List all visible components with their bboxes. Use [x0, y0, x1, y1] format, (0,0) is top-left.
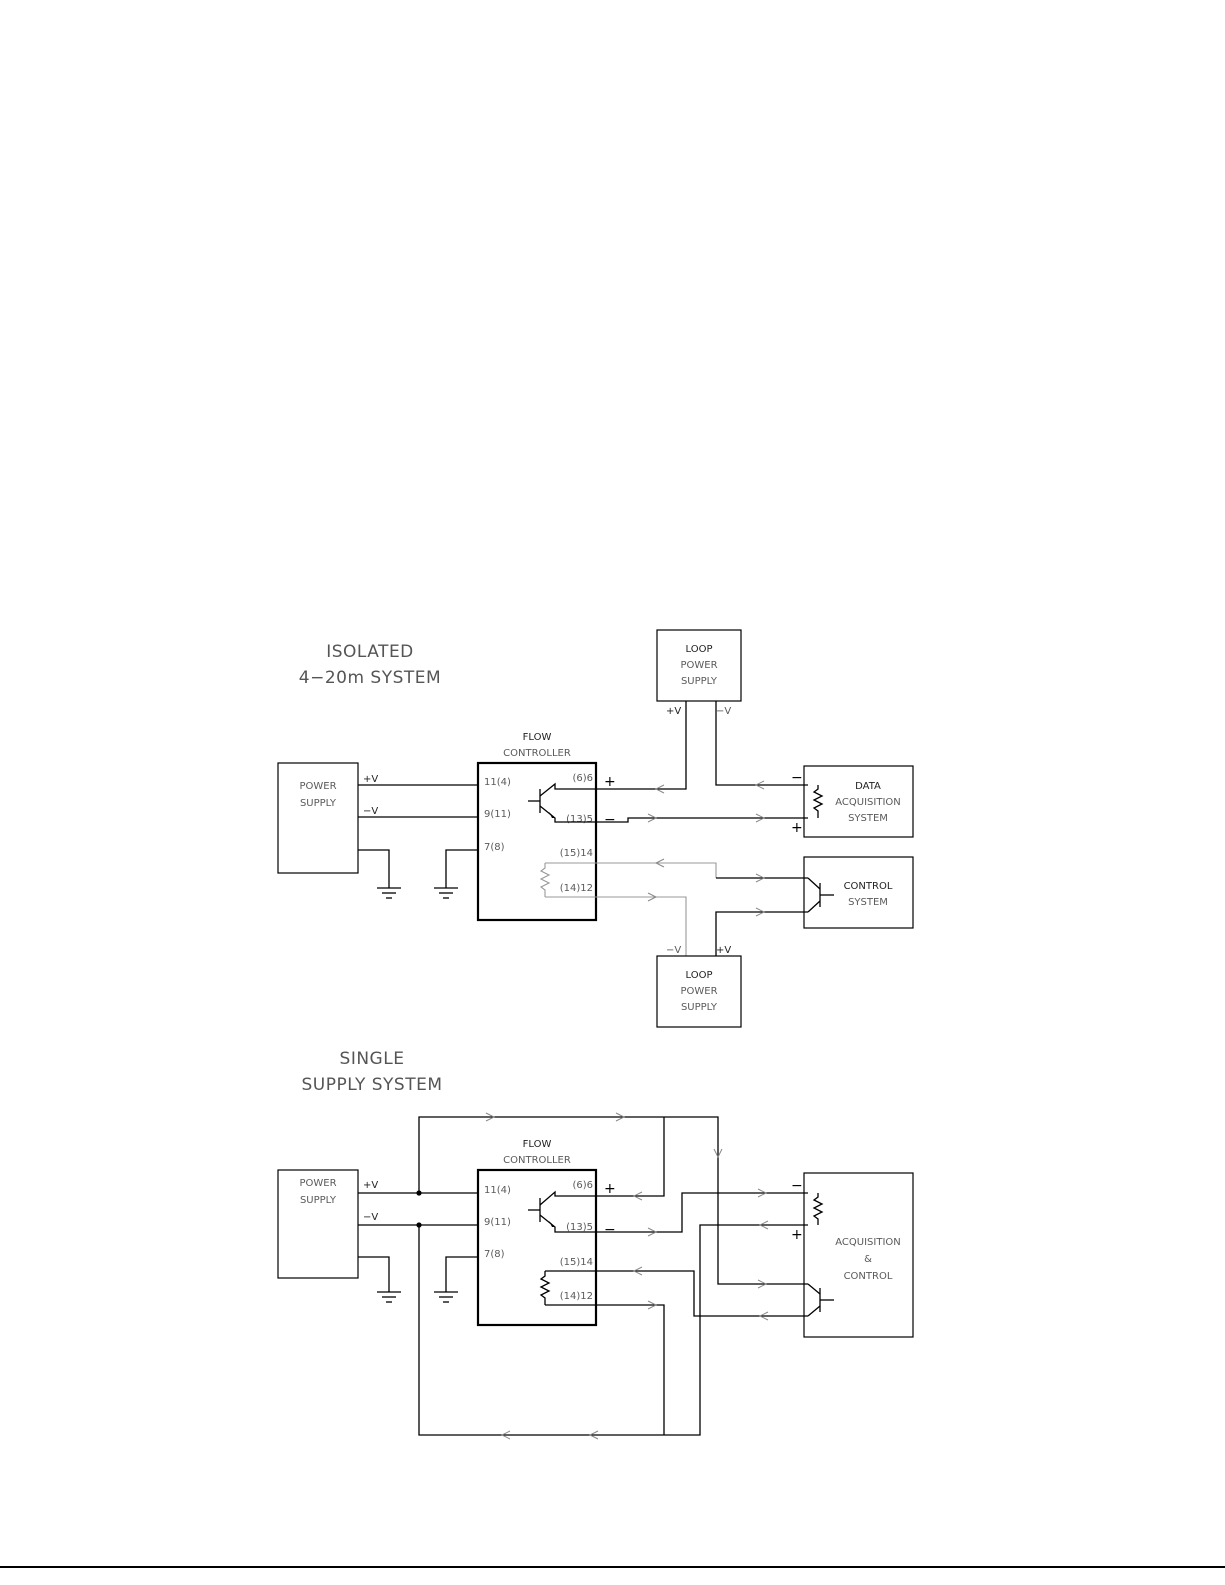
data-acq-plus-sign: +	[791, 820, 803, 836]
isolated-title-line2: 4−20m SYSTEM	[299, 668, 441, 688]
data-acquisition-box	[803, 765, 914, 838]
direction-arrows	[485, 1112, 769, 1440]
isolated-pin-13-5: (13)5	[566, 814, 593, 825]
single-ps-plus-label: +V	[363, 1180, 378, 1191]
isolated-pin-9-11: 9(11)	[484, 809, 511, 820]
data-acq-label-1: DATA	[855, 781, 881, 792]
data-acq-label-3: SYSTEM	[848, 813, 888, 824]
acq-control-label-3: CONTROL	[844, 1271, 893, 1282]
isolated-fc-plus-sign: +	[604, 774, 616, 790]
isolated-system-diagram: ISOLATED 4−20m SYSTEM POWER SUPPLY +V −V…	[277, 629, 914, 1028]
loop-ps-bottom-label-3: SUPPLY	[681, 1002, 718, 1013]
loop-ps-top-plus-label: +V	[666, 706, 681, 717]
single-supply-diagram: SINGLE SUPPLY SYSTEM POWER SUPPLY +V −V …	[277, 1049, 914, 1440]
acq-control-plus-sign: +	[791, 1227, 803, 1243]
isolated-fc-label-2: CONTROLLER	[503, 748, 571, 759]
single-flow-controller-box	[476, 1168, 598, 1327]
loop-ps-top-label-2: POWER	[680, 660, 717, 671]
resistor-symbol	[539, 1270, 596, 1306]
loop-ps-bottom-label-1: LOOP	[686, 970, 713, 981]
isolated-power-supply-box	[277, 762, 359, 874]
single-power-supply-label-2: SUPPLY	[300, 1195, 337, 1206]
isolated-pin-6-6: (6)6	[572, 773, 593, 784]
loop-ps-top-label-3: SUPPLY	[681, 676, 718, 687]
control-system-box	[803, 856, 914, 929]
direction-arrows	[647, 780, 766, 917]
transistor-symbol	[528, 782, 596, 823]
acq-control-label-2: &	[864, 1254, 872, 1265]
single-power-supply-box	[277, 1169, 359, 1279]
data-acq-label-2: ACQUISITION	[835, 797, 901, 808]
single-pin-15-14: (15)14	[560, 1257, 593, 1268]
data-acq-minus-sign: −	[791, 770, 803, 786]
resistor-symbol	[812, 785, 824, 818]
isolated-title-line1: ISOLATED	[326, 642, 414, 662]
acq-control-label-1: ACQUISITION	[835, 1237, 901, 1248]
control-sys-label-1: CONTROL	[844, 881, 893, 892]
ground-symbol	[358, 849, 401, 899]
loop-power-supply-top-box	[656, 629, 742, 702]
resistor-symbol	[812, 1193, 824, 1225]
page-bottom-rule	[0, 1566, 1225, 1568]
single-pin-14-12: (14)12	[560, 1291, 593, 1302]
isolated-fc-label-1: FLOW	[523, 732, 552, 743]
isolated-flow-controller-box	[476, 761, 598, 922]
resistor-symbol	[539, 862, 596, 898]
ground-symbol	[434, 1256, 478, 1303]
single-power-supply-label-1: POWER	[299, 1178, 336, 1189]
acq-control-minus-sign: −	[791, 1178, 803, 1194]
acquisition-control-box	[803, 1172, 914, 1338]
single-fc-label-1: FLOW	[523, 1139, 552, 1150]
isolated-fc-minus-sign: −	[604, 812, 616, 828]
loop-ps-bottom-label-2: POWER	[680, 986, 717, 997]
isolated-ps-minus-label: −V	[363, 806, 378, 817]
transistor-symbol	[528, 1190, 596, 1233]
isolated-pin-11-4: 11(4)	[484, 777, 511, 788]
isolated-pin-7-8: 7(8)	[484, 842, 505, 853]
loop-ps-bottom-minus-label: −V	[666, 945, 681, 956]
transistor-symbol	[807, 877, 834, 913]
loop-power-supply-bottom-box	[656, 955, 742, 1028]
ground-symbol	[434, 849, 478, 899]
single-pin-7-8: 7(8)	[484, 1249, 505, 1260]
control-sys-label-2: SYSTEM	[848, 897, 888, 908]
single-pin-11-4: 11(4)	[484, 1185, 511, 1196]
single-title-line1: SINGLE	[340, 1049, 405, 1069]
transistor-symbol	[807, 1283, 834, 1317]
isolated-ps-plus-label: +V	[363, 774, 378, 785]
single-fc-minus-sign: −	[604, 1222, 616, 1238]
loop-ps-top-label-1: LOOP	[686, 644, 713, 655]
single-ps-minus-label: −V	[363, 1212, 378, 1223]
loop-ps-top-minus-label: −V	[716, 706, 731, 717]
single-pin-6-6: (6)6	[572, 1180, 593, 1191]
single-fc-plus-sign: +	[604, 1181, 616, 1197]
single-fc-label-2: CONTROLLER	[503, 1155, 571, 1166]
ground-symbol	[358, 1256, 401, 1303]
loop-ps-bottom-plus-label: +V	[716, 945, 731, 956]
single-title-line2: SUPPLY SYSTEM	[302, 1075, 443, 1095]
isolated-power-supply-label-2: SUPPLY	[300, 798, 337, 809]
single-pin-13-5: (13)5	[566, 1222, 593, 1233]
isolated-pin-14-12: (14)12	[560, 883, 593, 894]
single-pin-9-11: 9(11)	[484, 1217, 511, 1228]
isolated-pin-15-14: (15)14	[560, 848, 593, 859]
isolated-power-supply-label-1: POWER	[299, 781, 336, 792]
